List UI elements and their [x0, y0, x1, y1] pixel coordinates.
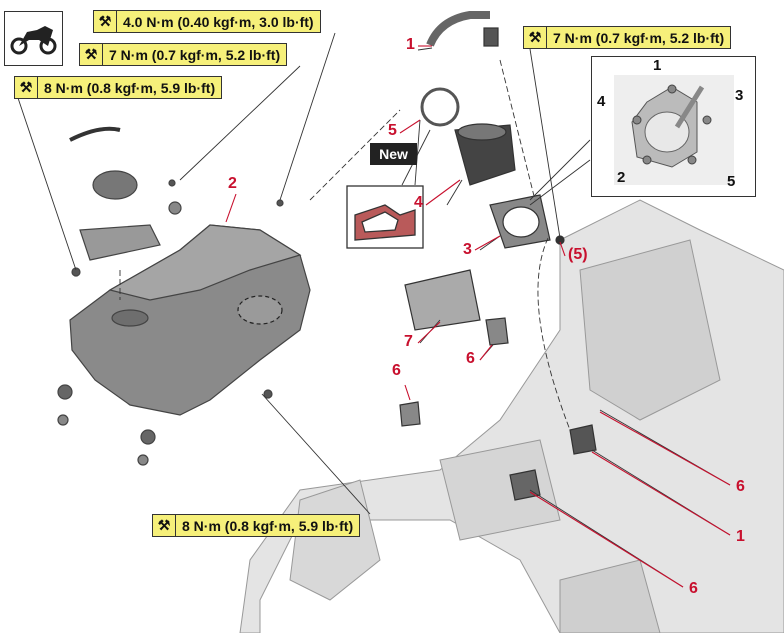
- torque-spec-front-bolt: ⚒ 8 N·m (0.8 kgf·m, 5.9 lb·ft): [14, 76, 223, 99]
- torque-spec-tank-bolt: ⚒ 7 N·m (0.7 kgf·m, 5.2 lb·ft): [79, 43, 288, 66]
- callout-pump-bracket-3: 3: [463, 241, 472, 258]
- callout-fuel-hose-1b: 1: [736, 528, 745, 545]
- callout-clip-6b: 6: [392, 362, 401, 379]
- callout-o-ring-5: 5: [388, 122, 397, 139]
- torque-wrench-icon: ⚒: [80, 44, 103, 65]
- tightening-sequence-inset: 1 2 3 4 5: [591, 56, 756, 197]
- torque-wrench-icon: ⚒: [524, 27, 547, 48]
- torque-spec-pump-bolts: ⚒ 7 N·m (0.7 kgf·m, 5.2 lb·ft): [523, 26, 732, 49]
- callout-clip-6a: 6: [466, 350, 475, 367]
- new-part-badge: New: [370, 143, 417, 165]
- seal-detail: [346, 185, 424, 249]
- callout-cover-7: 7: [404, 333, 413, 350]
- torque-wrench-icon: ⚒: [153, 515, 176, 536]
- torque-wrench-icon: ⚒: [94, 11, 117, 32]
- callout-fuel-hose-1: 1: [406, 36, 415, 53]
- vehicle-type-box: [4, 11, 63, 66]
- callout-bolt-5: (5): [568, 246, 588, 263]
- callout-fuel-pump-4: 4: [414, 194, 423, 211]
- fuel-tank: [69, 224, 311, 416]
- motorcycle-icon: [10, 26, 57, 55]
- torque-spec-fuel-pump-cover: ⚒ 4.0 N·m (0.40 kgf·m, 3.0 lb·ft): [93, 10, 321, 33]
- pump-flange-drawing: [614, 75, 734, 185]
- callout-fuel-tank-2: 2: [228, 175, 237, 192]
- callout-clip-6c: 6: [736, 478, 745, 495]
- torque-spec-rear-bolt: ⚒ 8 N·m (0.8 kgf·m, 5.9 lb·ft): [152, 514, 361, 537]
- torque-wrench-icon: ⚒: [15, 77, 38, 98]
- callout-clip-6d: 6: [689, 580, 698, 597]
